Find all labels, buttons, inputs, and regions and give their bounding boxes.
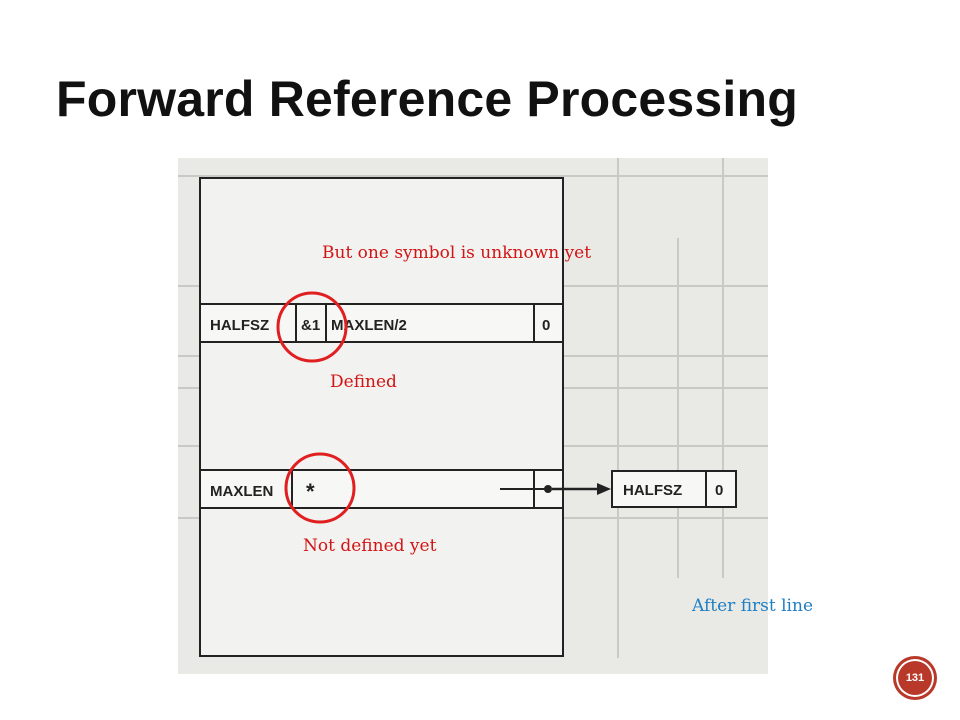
entry2-symbol: MAXLEN — [210, 483, 273, 500]
defined-annotation: Defined — [330, 372, 397, 392]
not-defined-annotation: Not defined yet — [303, 536, 437, 556]
symbol-entry-halfsz: HALFSZ &1 MAXLEN/2 0 — [199, 303, 564, 343]
entry1-symbol: HALFSZ — [210, 317, 269, 334]
forward-reference-node: HALFSZ 0 — [611, 470, 737, 508]
unknown-symbol-annotation: But one symbol is unknown yet — [322, 243, 592, 263]
entry2-value: * — [306, 479, 315, 504]
symbol-table-column — [199, 177, 564, 657]
entry1-value: &1 — [301, 317, 320, 334]
node-symbol: HALFSZ — [623, 482, 682, 499]
after-first-line-annotation: After first line — [692, 596, 814, 616]
entry1-expression: MAXLEN/2 — [331, 317, 407, 334]
entry1-pointer: 0 — [542, 317, 550, 334]
symbol-table-diagram: HALFSZ &1 MAXLEN/2 0 MAXLEN * HALFSZ 0 — [178, 158, 768, 658]
slide-title: Forward Reference Processing — [56, 71, 798, 127]
undefined-highlight-circle — [284, 452, 356, 524]
node-pointer: 0 — [715, 482, 723, 499]
symbol-table-figure: HALFSZ &1 MAXLEN/2 0 MAXLEN * HALFSZ 0 — [178, 158, 768, 674]
page-number-badge: 131 — [896, 659, 934, 697]
defined-highlight-circle — [276, 291, 348, 363]
arrow-head — [597, 483, 611, 495]
